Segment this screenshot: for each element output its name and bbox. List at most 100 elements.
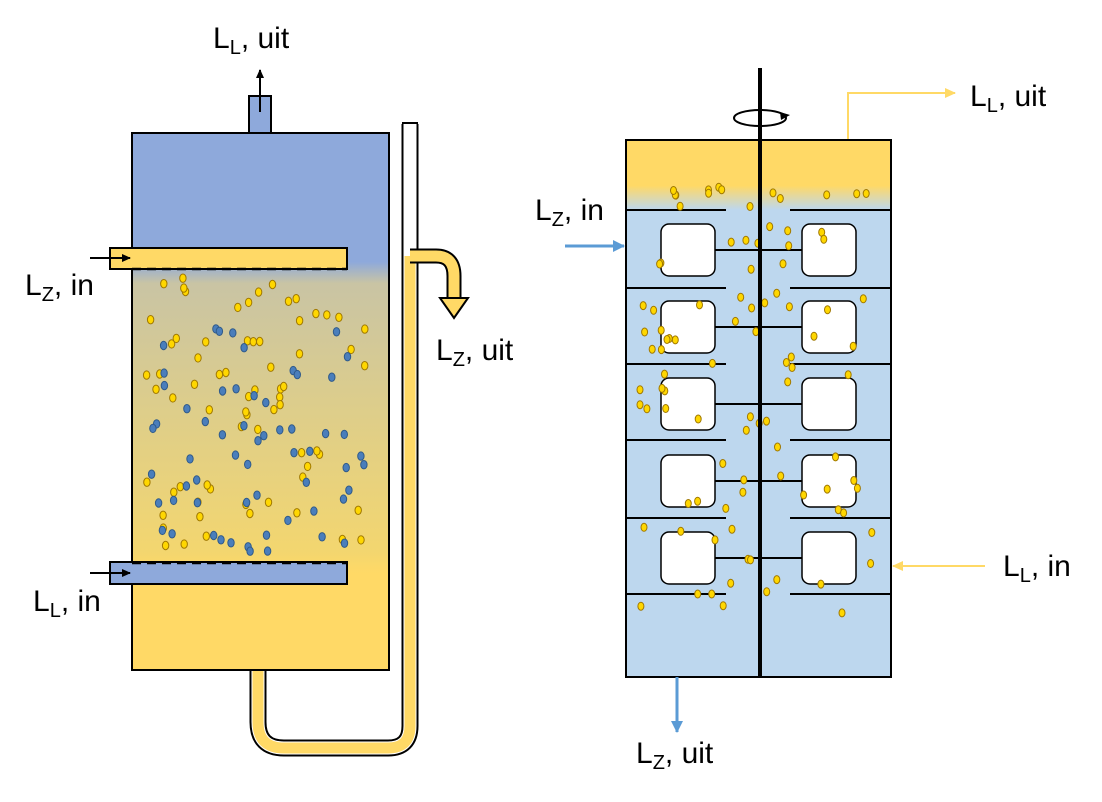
light-droplet [276, 425, 284, 435]
mixer-droplet [727, 237, 735, 247]
mixer-droplet [823, 484, 831, 494]
label-left-light-inlet: LL, in [33, 585, 101, 622]
mixer-droplet [662, 404, 670, 413]
mixer-droplet [661, 369, 668, 379]
label-right-light-inlet: LL, in [1003, 550, 1071, 587]
light-droplet [360, 460, 368, 470]
rotation-icon [733, 109, 790, 127]
light-droplet [342, 462, 350, 473]
light-droplet [217, 535, 225, 545]
light-droplet [244, 459, 252, 470]
mixer-droplet [779, 259, 787, 269]
mixer-droplet [641, 327, 649, 337]
light-droplet [159, 340, 168, 351]
light-droplet [240, 421, 248, 431]
heavy-droplet [142, 370, 151, 380]
mixer-droplet [850, 476, 858, 485]
mixer-droplet [657, 345, 665, 355]
light-droplet [183, 404, 191, 414]
light-droplet [321, 428, 330, 439]
overflow-tube-liquid [252, 256, 416, 754]
heavy-droplet [303, 461, 312, 472]
tube-top-cap [402, 122, 418, 124]
light-droplet [250, 391, 258, 401]
mixer-droplet [727, 578, 735, 588]
impeller-blade [801, 377, 857, 431]
heavy-droplet [313, 446, 321, 456]
light-droplet [229, 328, 237, 338]
mixer-droplet [810, 331, 818, 341]
mixer-droplet [742, 235, 750, 245]
extraction-column [90, 69, 470, 757]
impeller-blade [660, 377, 716, 431]
heavy-droplet [244, 297, 253, 308]
light-droplet [345, 485, 353, 495]
heavy-droplet [190, 379, 199, 389]
heavy-droplet [264, 497, 273, 507]
mixer-droplet [637, 601, 645, 611]
mixer-droplet [694, 589, 702, 599]
light-droplet [332, 327, 341, 337]
impeller-blade [660, 300, 716, 354]
heavy-droplet [280, 381, 288, 392]
impeller-blade [801, 531, 857, 585]
label-right-top-outlet: LL, uit [970, 80, 1047, 117]
light-droplet [290, 448, 298, 458]
heavy-droplet [335, 312, 343, 322]
heavy-droplet [234, 302, 242, 313]
impeller-blade [801, 223, 857, 277]
mixer-droplet [824, 305, 831, 315]
heavy-droplet [242, 407, 250, 417]
mixer-droplet [763, 587, 771, 597]
heavy-droplet [361, 361, 369, 371]
heavy-droplet [249, 337, 258, 347]
mixer-droplets [636, 182, 876, 618]
mixer-droplet [643, 404, 651, 414]
mixer-droplet [862, 189, 870, 198]
light-droplet [154, 498, 163, 508]
impeller-blade [660, 223, 716, 277]
heavy-droplet [323, 310, 331, 320]
mixer-droplet [650, 305, 658, 315]
heavy-outlet-arrow [438, 297, 470, 320]
heavy-droplet [143, 477, 151, 487]
mixer-droplet [840, 508, 848, 518]
heavy-droplet [293, 508, 301, 518]
mixer-droplet [656, 259, 664, 269]
mixer-droplet [722, 503, 730, 513]
heavy-droplet [295, 316, 304, 326]
mixer-droplet [832, 452, 839, 462]
mixer-droplet [708, 589, 716, 599]
light-droplet [293, 369, 301, 380]
mixer-droplet [777, 471, 785, 481]
light-droplet [288, 424, 296, 434]
mixer-droplet [719, 601, 727, 611]
heavy-droplet [205, 405, 214, 415]
mixer-droplet [773, 288, 781, 298]
light-droplet [328, 372, 336, 382]
mixer-droplet [663, 335, 671, 344]
label-left-top-outlet: LL, uit [213, 22, 290, 59]
mixer-droplet [670, 186, 677, 195]
heavy-droplet [268, 279, 277, 290]
mixer-droplet [694, 414, 702, 424]
heavy-outlet-hook [410, 250, 460, 300]
mixer-droplet [747, 555, 754, 565]
light-droplet [339, 494, 348, 504]
mixer-droplet [746, 412, 754, 422]
heavy-droplet [297, 448, 306, 458]
light-droplet [232, 384, 240, 394]
mixer-droplet [705, 188, 713, 198]
light-droplet [253, 490, 261, 500]
mixer-droplet [773, 575, 781, 585]
light-droplet [147, 469, 156, 479]
mixer-droplet [657, 325, 665, 335]
heavy-droplet [180, 539, 188, 549]
mixer-droplet [838, 608, 846, 618]
mixer-column [565, 68, 985, 733]
light-droplet [246, 546, 254, 556]
heavy-inlet-distributor [109, 247, 348, 270]
mixer-droplet [844, 370, 852, 380]
heavy-droplet [354, 505, 362, 515]
mixer-droplet [739, 487, 747, 497]
